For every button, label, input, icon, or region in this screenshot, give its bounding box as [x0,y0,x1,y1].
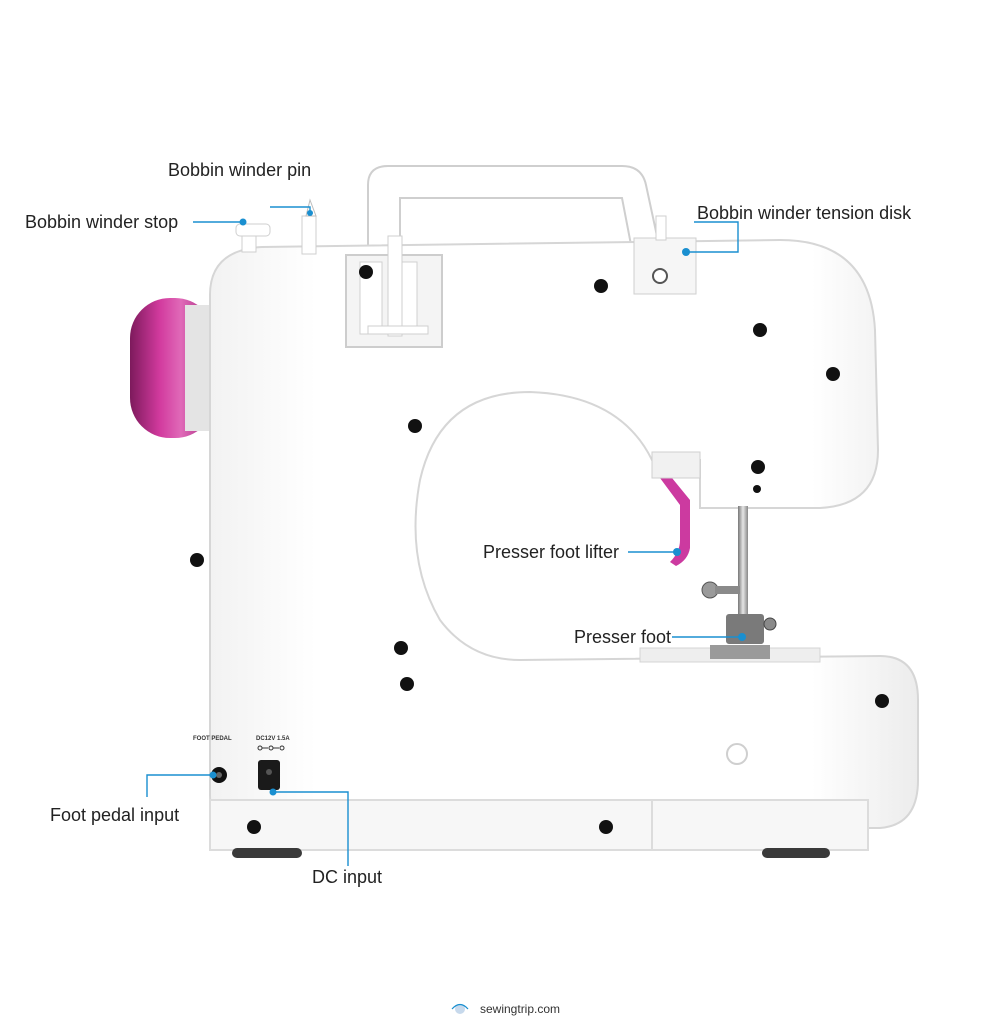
callout-line-winder-pin [270,206,311,213]
bobbin-winder-stop [235,223,271,253]
handwheel [130,298,215,438]
foot-pedal-jack [211,767,227,783]
bobbin-winder-pin [301,198,317,255]
watermark-logo [451,1003,469,1014]
label-foot-pedal-input: Foot pedal input [50,805,180,825]
callout-line-foot-pedal [146,774,213,797]
watermark-text: sewingtrip.com [480,1002,561,1016]
needle-plate [639,645,821,663]
left-foot [232,848,302,858]
machine-body [209,238,919,829]
dc-jack [258,760,280,790]
right-foot [762,848,830,858]
base-plate [209,799,869,851]
panel-text-foot-pedal: FOOT PEDAL [193,736,232,742]
label-bobbin-winder-pin: Bobbin winder pin [168,160,312,180]
bobbin-winder-tension-disk [633,215,697,295]
callout-lines [146,206,742,866]
thread-guide [345,235,443,348]
dc-symbol [257,745,285,751]
presser-foot-lifter [660,478,690,566]
panel-text-dc-rating: DC12V 1.5A [256,736,290,742]
callout-line-dc-input [273,791,349,866]
label-bobbin-winder-stop: Bobbin winder stop [25,212,179,232]
label-dc-input: DC input [312,867,383,887]
label-bobbin-winder-tension-disk: Bobbin winder tension disk [697,203,912,223]
label-presser-foot-lifter: Presser foot lifter [483,542,620,562]
carry-handle [367,165,662,251]
side-button [726,743,748,765]
screws [190,265,889,834]
callout-line-tension-disk [686,221,739,253]
callout-dots [209,210,746,796]
label-presser-foot: Presser foot [574,627,672,647]
needle-bar [701,506,777,644]
